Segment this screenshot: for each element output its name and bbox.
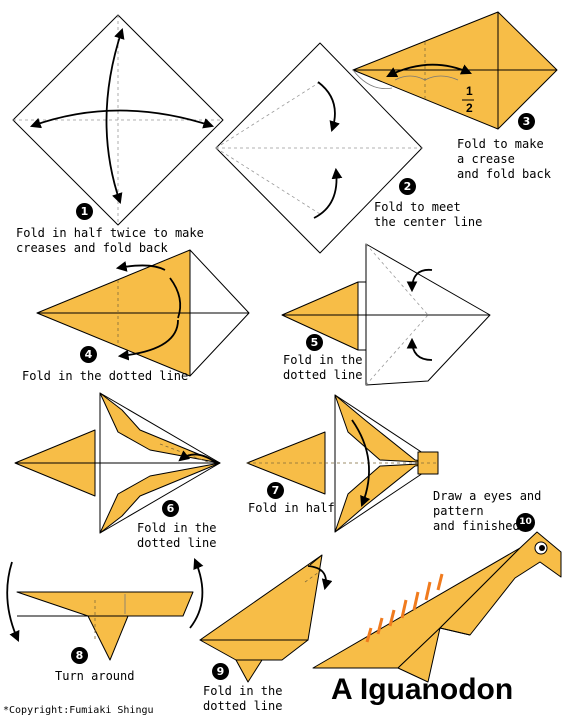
step-badge-10: 10: [516, 513, 535, 532]
step-7-caption: Fold in half: [248, 501, 335, 515]
step-badge-3: 3: [518, 113, 535, 130]
step-1-diagram: [12, 14, 224, 226]
step-3-caption: Fold to make a crease and fold back: [457, 137, 551, 181]
step-badge-8: 8: [71, 647, 88, 664]
step-badge-6: 6: [162, 500, 179, 517]
step-badge-1: 1: [76, 203, 93, 220]
step-3-diagram: [352, 11, 558, 130]
step-10-caption: Draw a eyes and pattern and finished: [433, 489, 542, 533]
step-10-diagram: [312, 531, 562, 683]
step-8-diagram: [6, 558, 204, 661]
step-1-caption: Fold in half twice to make creases and f…: [16, 226, 204, 255]
step-9-diagram: [199, 554, 333, 683]
step-4-caption: Fold in the dotted line: [22, 369, 189, 383]
step-6-caption: Fold in the dotted line: [137, 521, 217, 550]
fraction-denominator: 2: [466, 101, 473, 115]
step-5-caption: Fold in the dotted line: [283, 353, 363, 382]
step-7-diagram: [246, 394, 439, 533]
step-badge-5: 5: [306, 334, 323, 351]
step-2-caption: Fold to meet the center line: [374, 200, 483, 229]
copyright-notice: *Copyright:Fumiaki Shingu: [3, 705, 154, 716]
step-9-caption: Fold in the dotted line: [203, 684, 283, 713]
step-badge-7: 7: [267, 482, 284, 499]
body-stripes: [365, 573, 444, 643]
fraction-numerator: 1: [466, 84, 473, 98]
step-badge-9: 9: [212, 663, 229, 680]
step-2-diagram: [215, 42, 423, 254]
page-title: A Iguanodon: [331, 673, 514, 706]
step-4-diagram: [36, 249, 250, 377]
step-6-diagram: [14, 392, 221, 534]
step-5-diagram: [281, 243, 491, 386]
step-8-caption: Turn around: [55, 669, 135, 683]
step-badge-2: 2: [399, 178, 416, 195]
step-badge-4: 4: [80, 346, 97, 363]
